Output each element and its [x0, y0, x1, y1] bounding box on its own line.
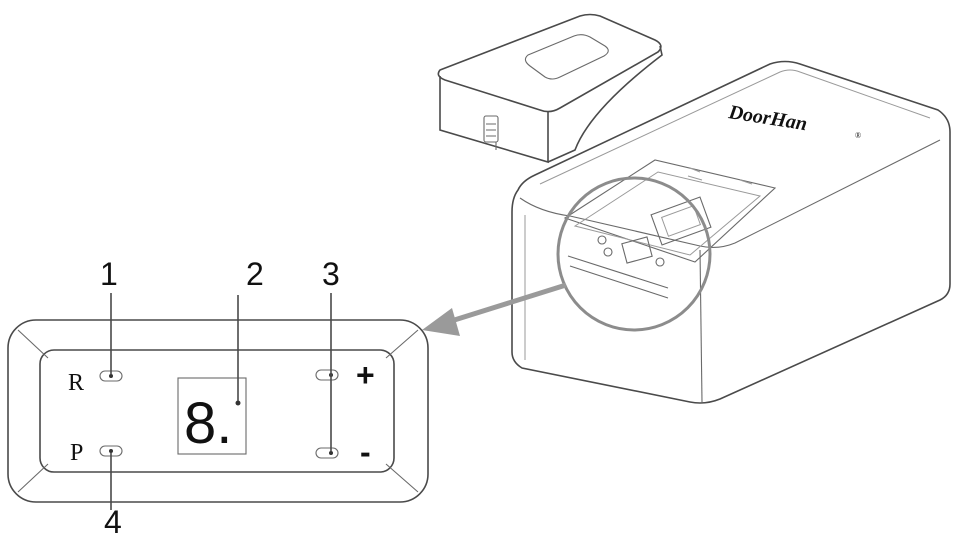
device-front-edge: [699, 249, 703, 403]
callout-number-1: 1: [100, 256, 118, 292]
zoom-arrow: [422, 282, 567, 336]
button-r-label: R: [68, 370, 84, 396]
device-top-edge: [519, 139, 941, 249]
button-p-label: P: [70, 440, 83, 466]
cover-window: [524, 34, 609, 80]
callouts: 1 2 3 4: [100, 256, 340, 537]
control-panel: R P 8. + -: [7, 319, 429, 503]
device-compartment-inner: [573, 171, 762, 256]
cover-front: [439, 76, 549, 164]
cover-side: [547, 45, 663, 163]
device-top-rim: [539, 69, 931, 185]
device-illustration: DoorHan ®: [511, 60, 951, 404]
panel-bevel-lines: [17, 329, 419, 493]
cover-top: [437, 13, 662, 113]
display-window: [177, 377, 247, 455]
device-board-edge: [567, 255, 669, 299]
button-plus[interactable]: [315, 369, 339, 381]
button-minus-label: -: [360, 434, 371, 470]
button-r-dot: [109, 374, 113, 378]
cover-latch: [483, 115, 499, 143]
device-board-chip: [621, 236, 653, 264]
device-brand-mark: ®: [855, 131, 861, 140]
callout-number-2: 2: [246, 256, 264, 292]
device-brand-text: DoorHan: [726, 101, 808, 135]
display-digit: 8.: [184, 391, 232, 456]
device-board-display-inner: [660, 205, 702, 237]
panel-outer-frame: [7, 319, 429, 503]
device-board-slots: [687, 167, 753, 185]
display-callout-dot: [235, 400, 241, 406]
cover-latch-lines: [486, 123, 497, 150]
device-board-led-1: [597, 235, 607, 245]
device-board-led-2: [603, 247, 613, 257]
button-plus-label: +: [356, 357, 375, 393]
magnifier-circle: [556, 176, 712, 332]
zoom-arrow-shaft: [447, 282, 567, 325]
device-board-display: [650, 196, 712, 246]
device-body: [511, 60, 951, 404]
callout-number-4: 4: [104, 504, 122, 537]
button-p-dot: [109, 449, 113, 453]
cover-illustration: [437, 13, 663, 164]
panel-inner-frame: [39, 349, 395, 473]
callout-number-3: 3: [322, 256, 340, 292]
zoom-arrow-head: [422, 308, 460, 336]
button-minus-dot: [329, 451, 333, 455]
button-minus[interactable]: [315, 447, 339, 459]
device-board-led-3: [655, 257, 665, 267]
